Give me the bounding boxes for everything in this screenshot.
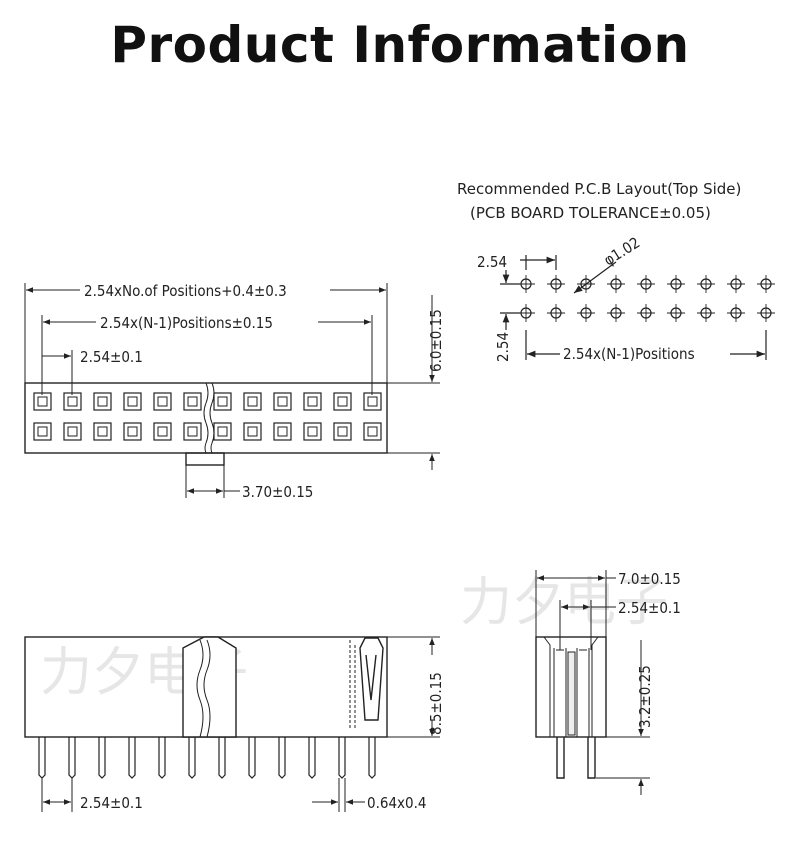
cavity — [273, 392, 292, 411]
cavity — [93, 422, 112, 441]
cavity — [153, 392, 172, 411]
pin — [128, 737, 136, 779]
pin — [158, 737, 166, 779]
pcb-hole — [667, 275, 685, 293]
break-mark — [196, 639, 204, 738]
cavity — [303, 422, 322, 441]
pcb-span-label: 2.54x(N-1)Positions — [563, 345, 695, 363]
top-view: 2.54xNo.of Positions+0.4±0.3 2.54x(N-1)P… — [24, 282, 445, 501]
pcb-hole — [607, 275, 625, 293]
break-mark — [203, 639, 211, 738]
pin — [218, 737, 226, 779]
cavity — [243, 422, 262, 441]
pin — [98, 737, 106, 779]
cavity — [213, 422, 232, 441]
pcb-pitch-h-label: 2.54 — [477, 253, 507, 271]
pcb-hole — [757, 304, 775, 322]
pin — [188, 737, 196, 779]
pcb-layout: Recommended P.C.B Layout(Top Side) (PCB … — [457, 180, 775, 363]
watermark-right: 力夕电子 — [460, 573, 668, 633]
break-mark — [209, 382, 215, 454]
front-section — [182, 636, 237, 738]
pcb-hole — [637, 304, 655, 322]
pcb-pitch-v-label: 2.54 — [494, 332, 512, 362]
pcb-hole — [637, 275, 655, 293]
pcb-hole-leader — [573, 261, 617, 294]
cavity — [273, 422, 292, 441]
cavity — [333, 392, 352, 411]
cavity — [93, 392, 112, 411]
cavity — [123, 422, 142, 441]
overall-dim-label: 2.54xNo.of Positions+0.4±0.3 — [84, 282, 287, 300]
key-dim-label: 3.70±0.15 — [242, 483, 313, 501]
top-cavity-grid — [33, 392, 382, 441]
front-pitch-label: 2.54±0.1 — [80, 794, 143, 812]
cavity — [63, 422, 82, 441]
pcb-hole — [547, 304, 565, 322]
pcb-hole — [727, 275, 745, 293]
pcb-tolerance: (PCB BOARD TOLERANCE±0.05) — [470, 204, 711, 222]
side-divider — [567, 651, 576, 736]
front-view: 8.5±0.15 2.54±0.1 0.64x0.4 — [24, 636, 445, 812]
pin — [248, 737, 256, 779]
front-pin-row — [38, 737, 376, 779]
side-cavity — [543, 636, 599, 737]
side-view: 7.0±0.15 2.54±0.1 3.2±0.25 — [535, 570, 681, 795]
top-view-key — [185, 452, 225, 466]
cavity — [153, 422, 172, 441]
pin — [308, 737, 316, 779]
page-title: Product Information — [110, 16, 690, 74]
cavity — [243, 392, 262, 411]
side-width-label: 7.0±0.15 — [618, 570, 681, 588]
cavity — [303, 392, 322, 411]
pin — [38, 737, 46, 779]
pcb-hole — [607, 304, 625, 322]
side-view-body — [535, 636, 607, 738]
pcb-hole — [517, 275, 535, 293]
cavity — [183, 422, 202, 441]
cavity — [63, 392, 82, 411]
pin — [278, 737, 286, 779]
pcb-hole-label: φ1.02 — [601, 233, 644, 269]
pcb-hole — [697, 304, 715, 322]
cavity — [363, 422, 382, 441]
pcb-hole — [547, 275, 565, 293]
pcb-hole — [697, 275, 715, 293]
pcb-hole-grid — [517, 275, 775, 322]
cavity — [33, 392, 52, 411]
side-pitch-label: 2.54±0.1 — [618, 599, 681, 617]
pcb-hole — [757, 275, 775, 293]
cavity — [213, 392, 232, 411]
pin — [368, 737, 376, 779]
pin-dim-label: 0.64x0.4 — [367, 794, 426, 812]
pin — [338, 737, 346, 779]
contact-section — [359, 637, 384, 721]
contact-hatch — [349, 640, 356, 730]
pcb-hole — [667, 304, 685, 322]
side-tail-right — [587, 737, 596, 779]
cavity — [33, 422, 52, 441]
cavity — [333, 422, 352, 441]
pitch-dim-label: 2.54±0.1 — [80, 348, 143, 366]
cavity — [183, 392, 202, 411]
break-mark — [203, 382, 209, 454]
contact-spring — [365, 654, 377, 701]
side-tail-left — [556, 737, 565, 779]
cavity — [123, 392, 142, 411]
side-tail-label: 3.2±0.25 — [636, 665, 654, 728]
span-dim-label: 2.54x(N-1)Positions±0.15 — [100, 314, 273, 332]
side-contact — [553, 648, 590, 737]
pcb-hole — [727, 304, 745, 322]
height-dim-label: 6.0±0.15 — [427, 309, 445, 372]
pcb-hole — [577, 304, 595, 322]
cavity — [363, 392, 382, 411]
pin — [68, 737, 76, 779]
front-height-label: 8.5±0.15 — [427, 672, 445, 735]
pcb-title: Recommended P.C.B Layout(Top Side) — [457, 180, 741, 198]
